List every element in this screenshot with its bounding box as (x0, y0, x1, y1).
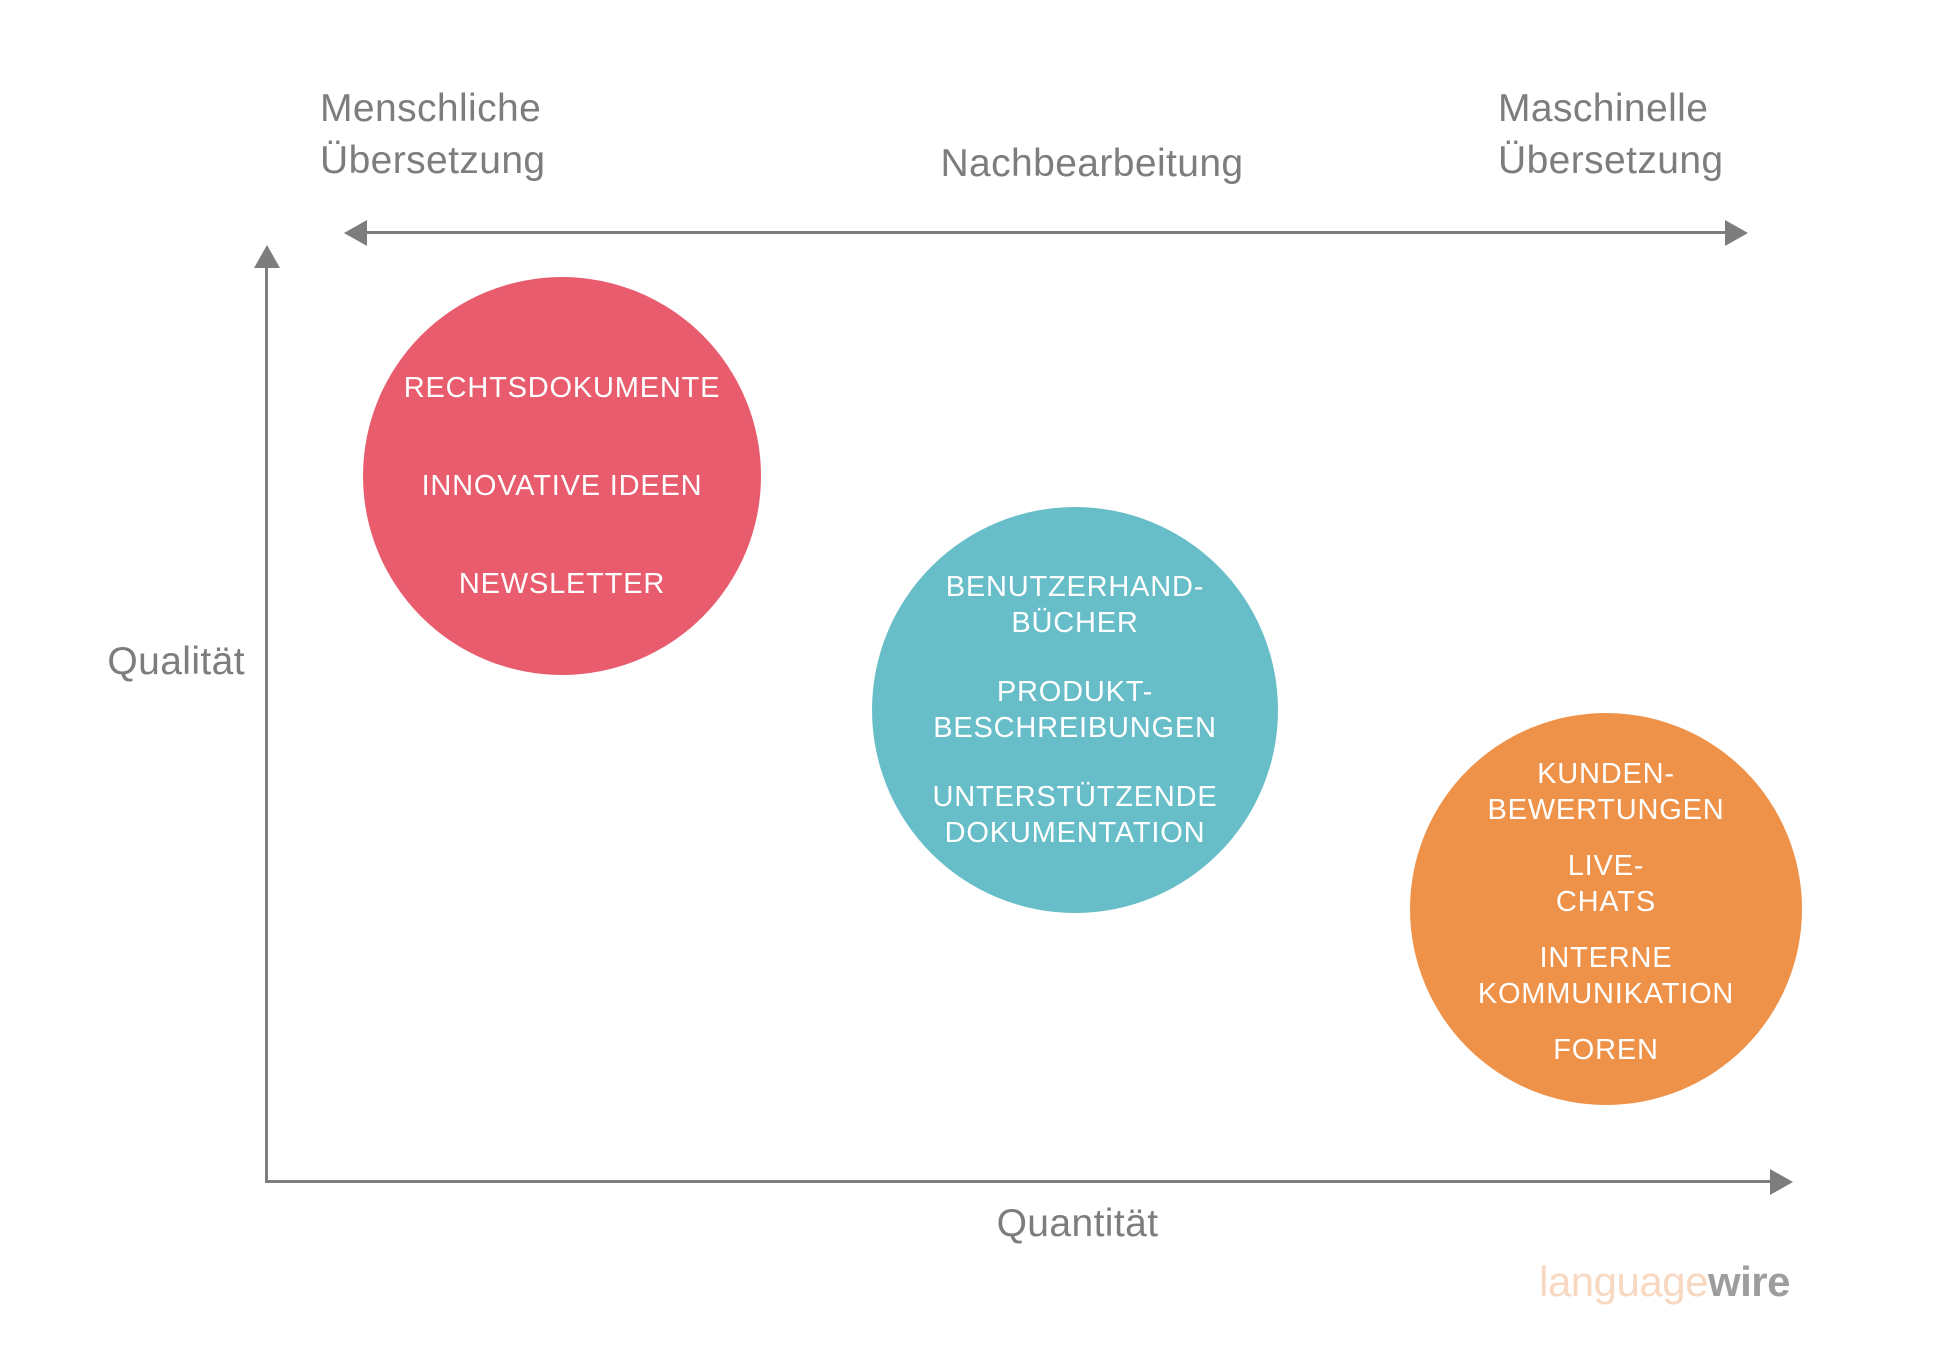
logo-part-wire: wire (1707, 1258, 1791, 1305)
method-axis-line (363, 231, 1729, 234)
bubble-item-produktbeschreibungen: PRODUKT- BESCHREIBUNGEN (933, 676, 1217, 744)
x-axis-line (265, 1180, 1773, 1183)
logo-part-language: language (1539, 1258, 1708, 1305)
x-axis-arrowhead-icon (1770, 1168, 1793, 1195)
arrowhead-left-icon (344, 220, 367, 246)
bubble-human-translation: RECHTSDOKUMENTE INNOVATIVE IDEEN NEWSLET… (363, 277, 761, 675)
y-axis-label: Qualität (107, 640, 245, 683)
bubble-item-unterstuetzende-dokumentation: UNTERSTÜTZENDE DOKUMENTATION (932, 781, 1218, 849)
label-nachbearbeitung: Nachbearbeitung (940, 142, 1244, 185)
bubble-item-rechtsdokumente: RECHTSDOKUMENTE (403, 372, 721, 404)
arrowhead-right-icon (1725, 220, 1748, 246)
bubble-item-innovative-ideen: INNOVATIVE IDEEN (421, 470, 703, 502)
y-axis-arrowhead-icon (254, 245, 280, 268)
bubble-item-live-chats: LIVE- CHATS (1555, 850, 1657, 918)
label-maschinelle-uebersetzung: Maschinelle Übersetzung (1498, 87, 1724, 182)
bubble-post-editing: BENUTZERHAND- BÜCHER PRODUKT- BESCHREIBU… (872, 507, 1278, 913)
label-menschliche-uebersetzung: Menschliche Übersetzung (320, 87, 546, 182)
bubble-item-foren: FOREN (1553, 1034, 1659, 1066)
bubble-item-benutzerhandbuecher: BENUTZERHAND- BÜCHER (945, 571, 1205, 639)
bubble-item-kundenbewertungen: KUNDEN- BEWERTUNGEN (1487, 758, 1725, 826)
bubble-machine-translation: KUNDEN- BEWERTUNGEN LIVE- CHATS INTERNE … (1410, 713, 1802, 1105)
bubble-item-newsletter: NEWSLETTER (458, 568, 666, 600)
languagewire-logo: languagewire (1539, 1256, 1790, 1308)
x-axis-label: Quantität (996, 1202, 1159, 1245)
bubble-item-interne-kommunikation: INTERNE KOMMUNIKATION (1477, 942, 1735, 1010)
y-axis-line (265, 266, 268, 1182)
